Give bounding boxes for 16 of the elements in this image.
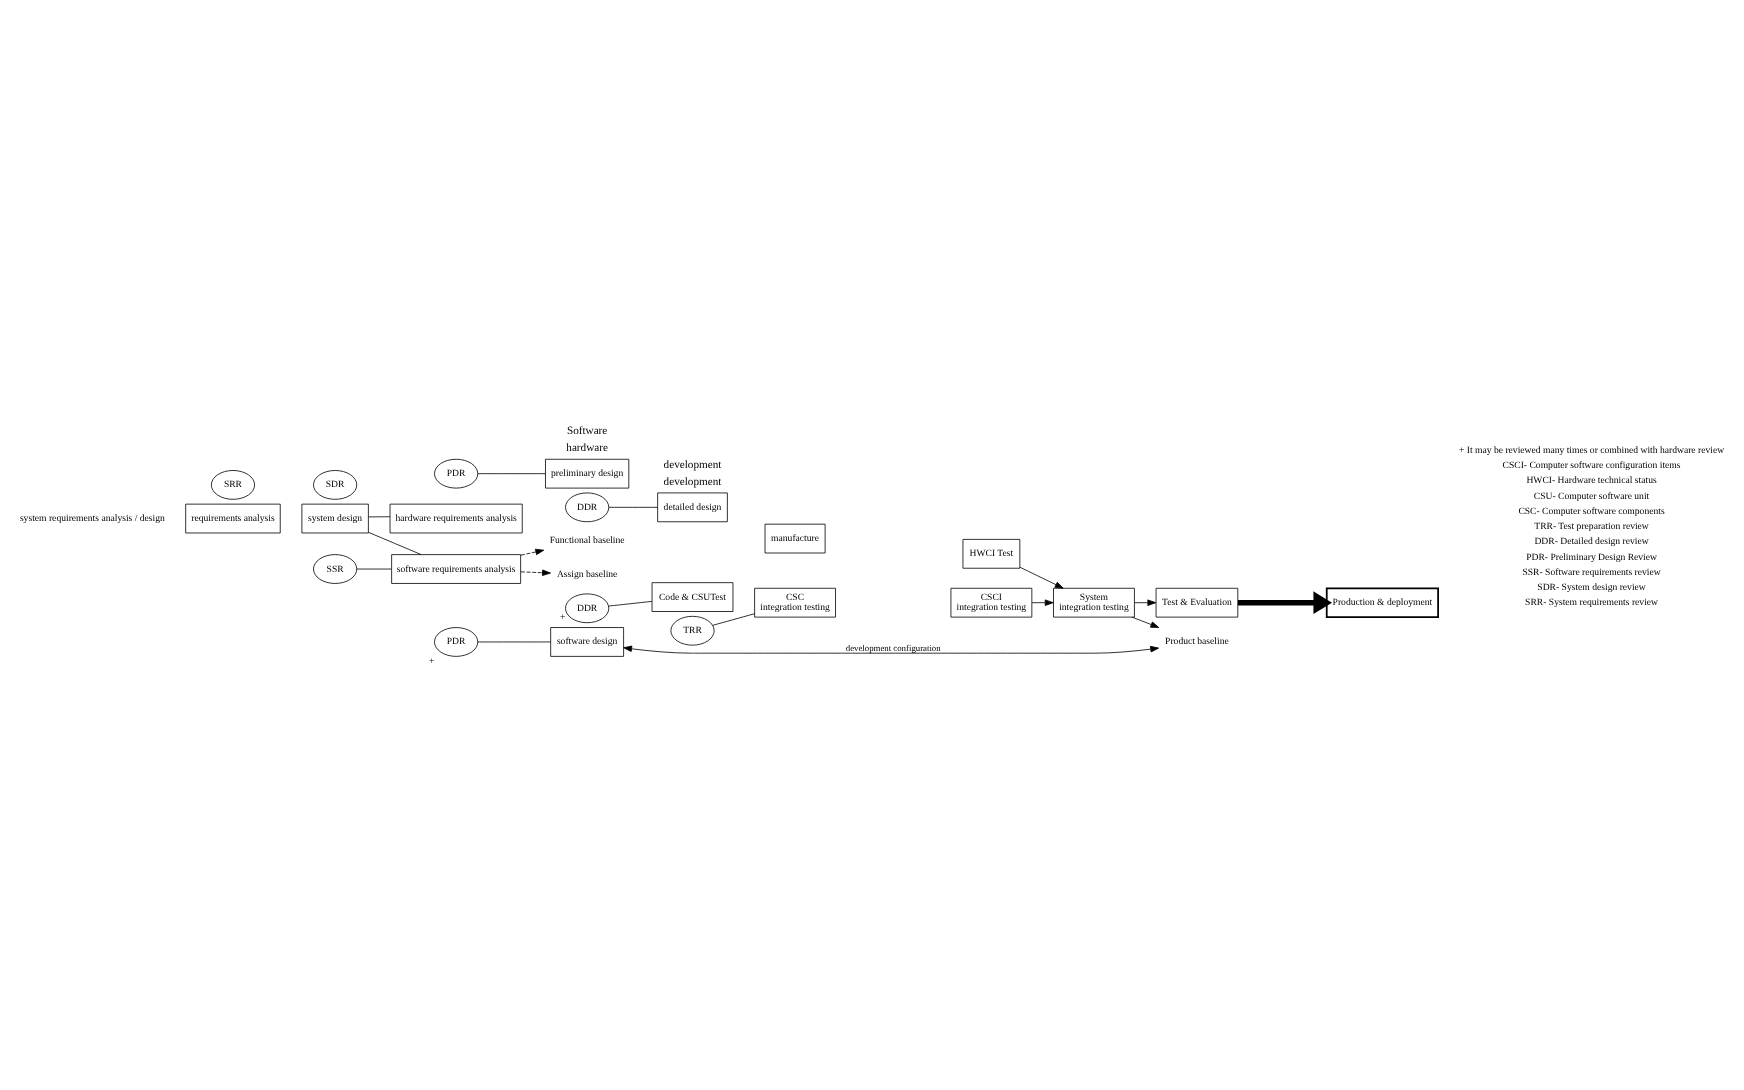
arrow xyxy=(623,644,1160,653)
arrow xyxy=(520,547,545,555)
connector xyxy=(368,530,422,554)
arrow xyxy=(1131,615,1160,627)
connector xyxy=(608,505,658,507)
connector xyxy=(356,567,392,569)
arrow xyxy=(1237,590,1332,614)
connector xyxy=(368,515,391,517)
arrow xyxy=(1134,598,1157,605)
connector xyxy=(477,472,546,474)
arrow xyxy=(1019,565,1064,588)
arrow xyxy=(1031,598,1054,605)
connector xyxy=(477,640,551,642)
arrow xyxy=(520,568,551,575)
connector xyxy=(608,600,653,606)
connector xyxy=(712,612,755,625)
